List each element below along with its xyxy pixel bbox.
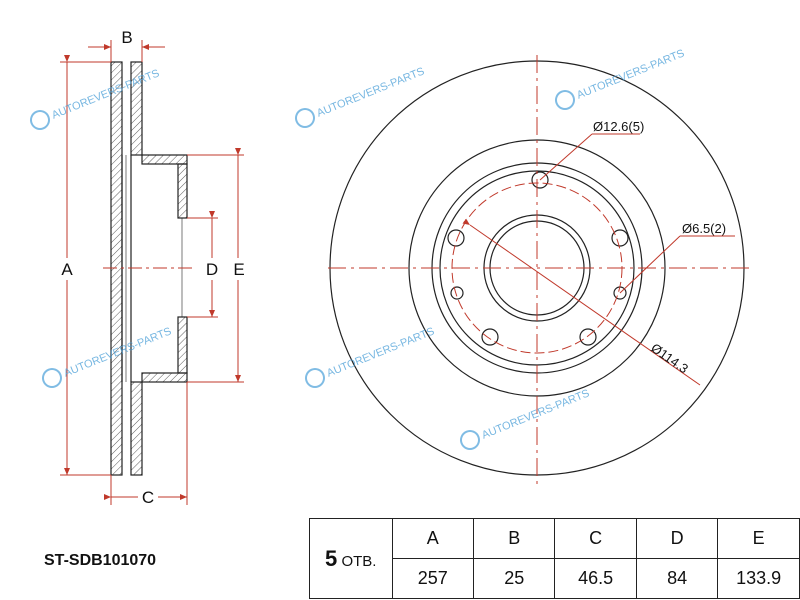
bolt-hole [447, 229, 465, 247]
header-b: B [473, 518, 556, 559]
svg-text:AUTOREVERS-PARTS: AUTOREVERS-PARTS [315, 65, 426, 119]
holes-count: 5 [325, 545, 338, 571]
svg-text:AUTOREVERS-PARTS: AUTOREVERS-PARTS [575, 47, 686, 101]
dim-label-c: C [142, 488, 154, 507]
dim-label-d: D [206, 260, 218, 279]
watermark-logo-icon [555, 90, 575, 110]
dim-label-b: B [121, 28, 132, 47]
value-d: 84 [635, 558, 719, 599]
holes-suffix: ОТВ. [341, 552, 377, 570]
bolt-hole [611, 229, 629, 247]
callout-pcd: Ø114.3 [648, 340, 691, 376]
dim-label-e: E [233, 260, 244, 279]
bolt-hole [481, 328, 499, 346]
callout-small-holes: Ø6.5(2) [682, 221, 726, 236]
header-c: C [554, 518, 637, 559]
value-b: 25 [473, 558, 556, 599]
watermark-logo-icon [295, 108, 315, 128]
bolt-hole [579, 328, 597, 346]
watermarks: AUTOREVERS-PARTS AUTOREVERS-PARTS AUTORE… [30, 47, 686, 450]
holes-count-cell: 5 ОТВ. [309, 518, 393, 599]
dim-label-a: A [61, 260, 73, 279]
watermark-logo-icon [30, 110, 50, 130]
value-c: 46.5 [554, 558, 637, 599]
header-d: D [635, 518, 719, 559]
header-a: A [391, 518, 475, 559]
small-hole [450, 286, 464, 300]
front-view-centerlines [328, 55, 750, 485]
dimensions-table: 5 ОТВ. A B C D E 257 25 46.5 84 133.9 [309, 518, 800, 599]
watermark-logo-icon [460, 430, 480, 450]
value-e: 133.9 [717, 558, 800, 599]
part-number: ST-SDB101070 [44, 552, 157, 569]
watermark-logo-icon [42, 368, 62, 388]
header-e: E [717, 518, 800, 559]
bolt-hole [531, 171, 549, 189]
svg-text:AUTOREVERS-PARTS: AUTOREVERS-PARTS [325, 325, 436, 379]
value-a: 257 [391, 558, 475, 599]
watermark-logo-icon [305, 368, 325, 388]
callout-large-holes: Ø12.6(5) [593, 119, 644, 134]
